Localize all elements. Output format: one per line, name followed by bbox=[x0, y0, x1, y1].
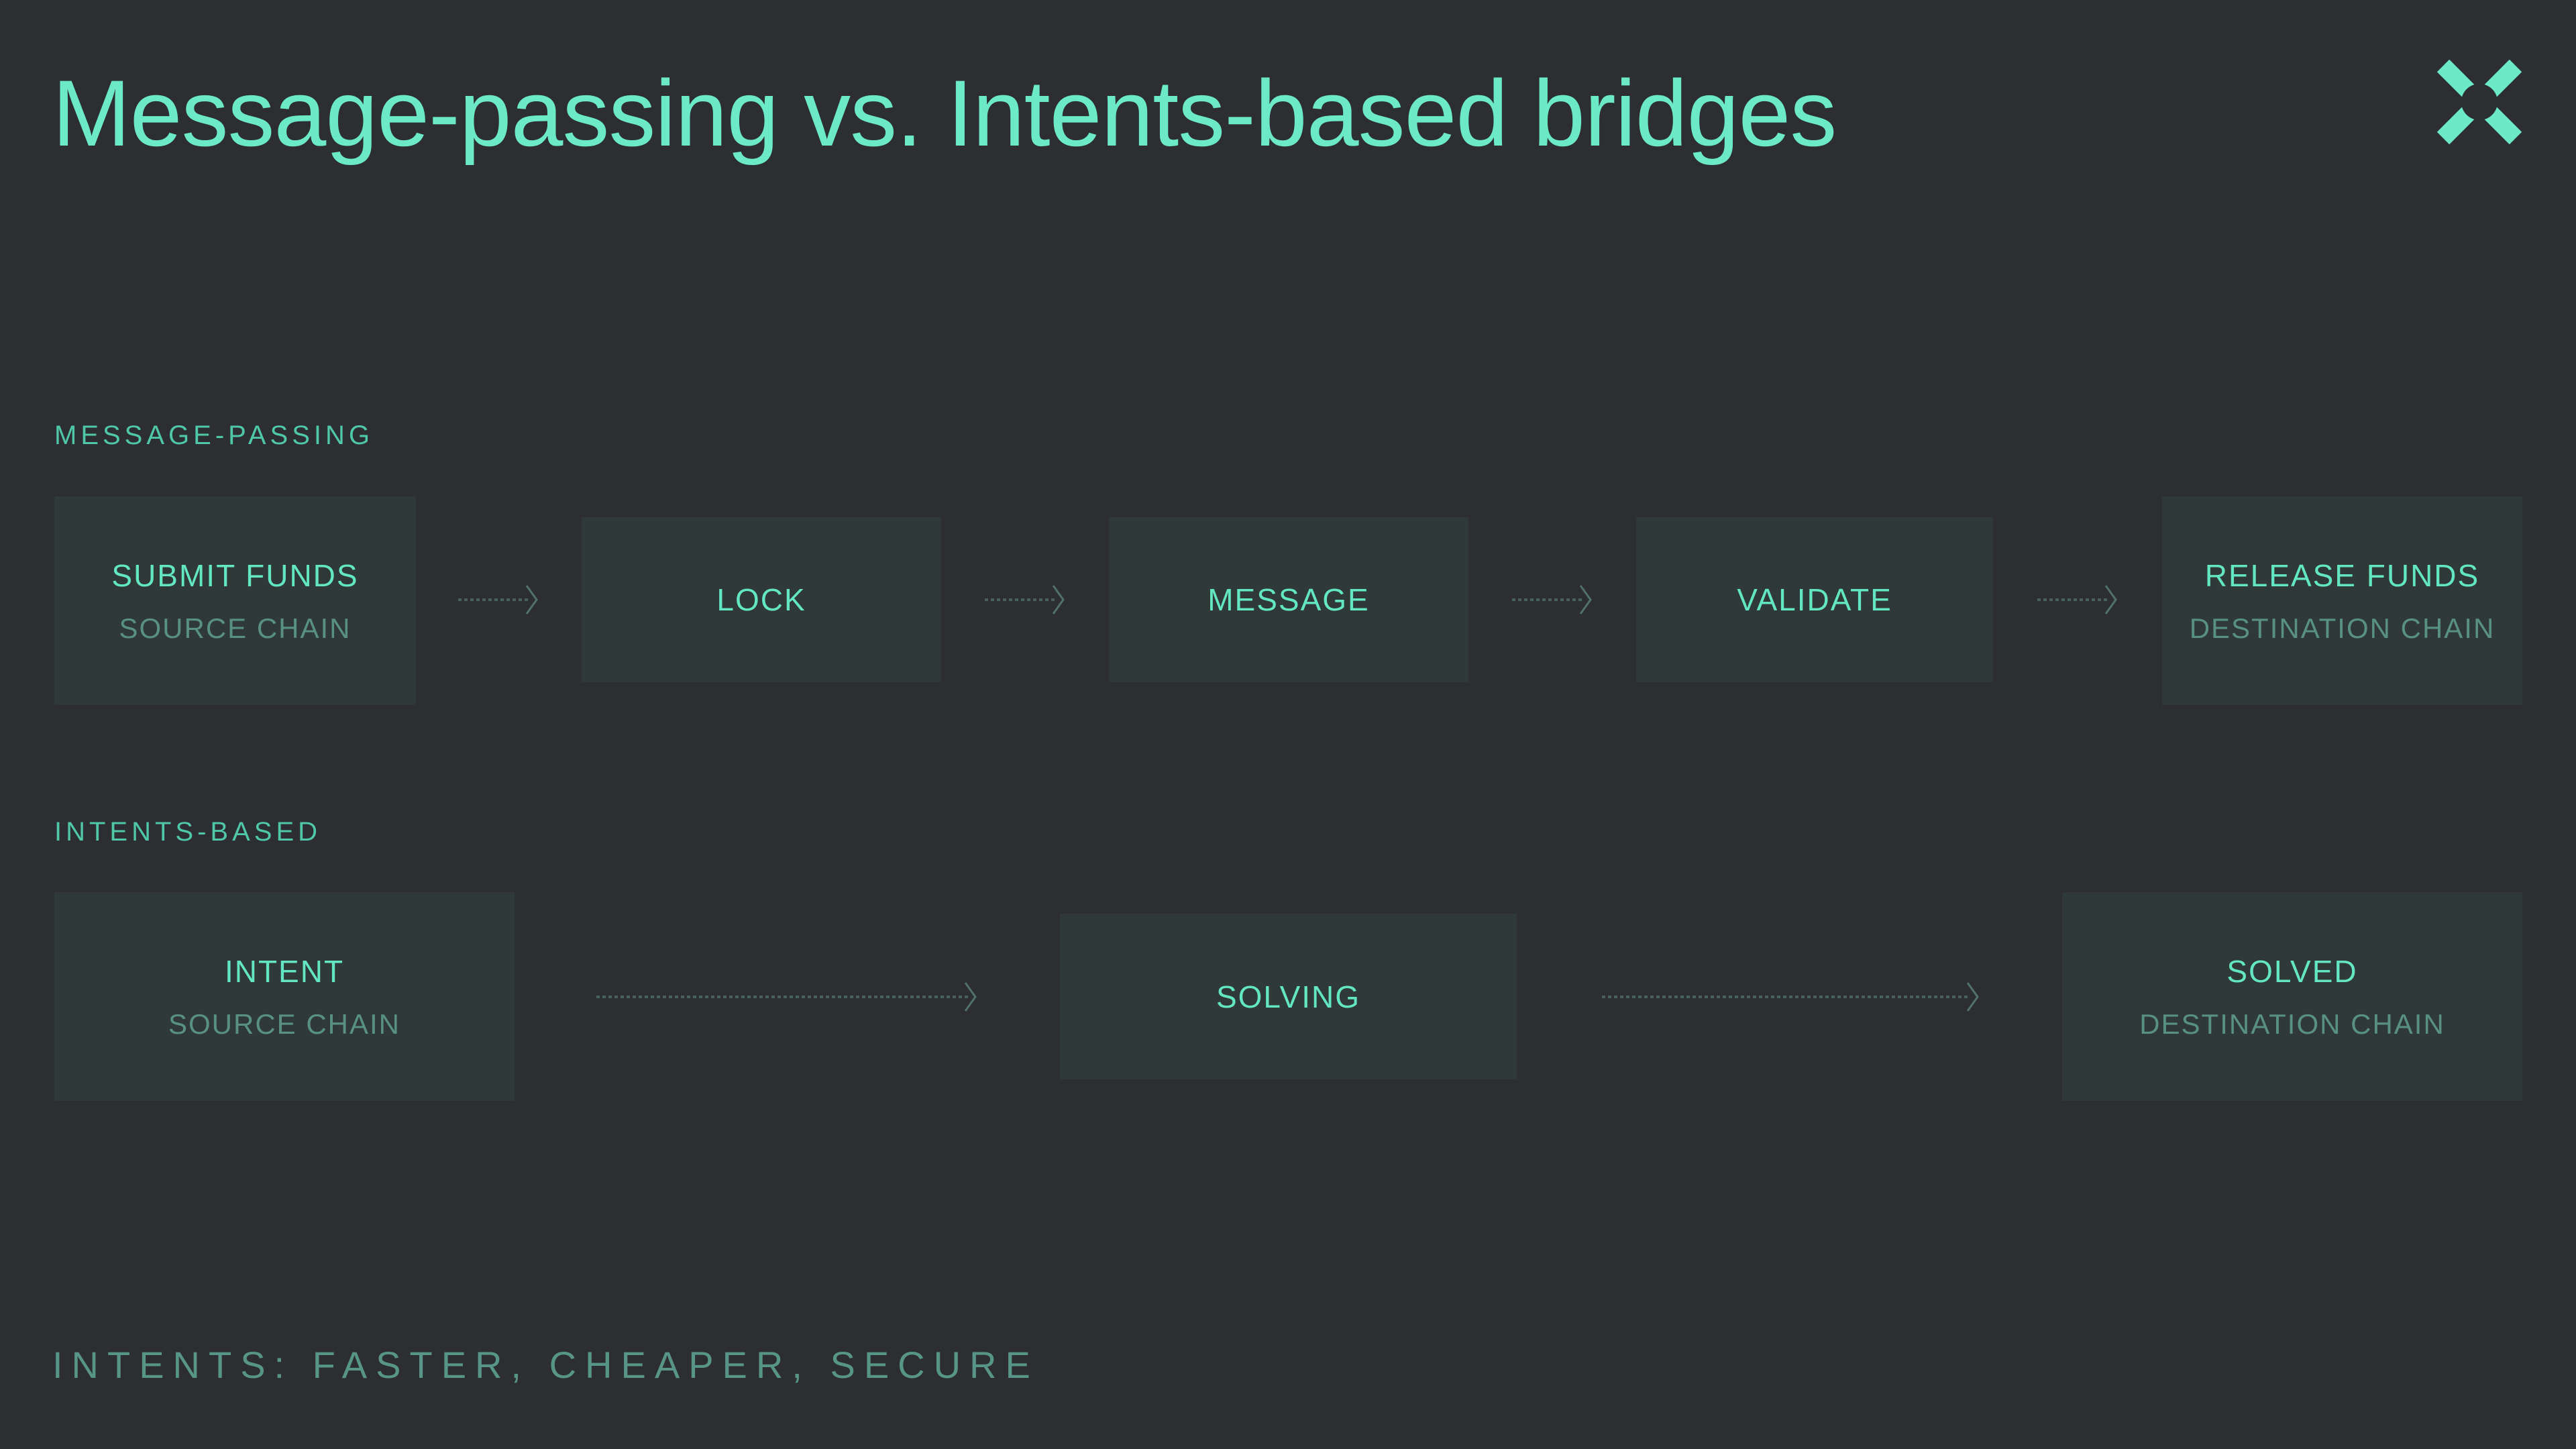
step-box-validate: VALIDATE bbox=[1636, 517, 1993, 682]
step-box-submit-funds: SUBMIT FUNDS SOURCE CHAIN bbox=[54, 496, 416, 705]
step-subtitle: SOURCE CHAIN bbox=[168, 1008, 401, 1040]
step-title: SOLVED bbox=[2226, 953, 2358, 989]
flow-arrow-icon bbox=[458, 584, 539, 616]
step-box-solved: SOLVED DESTINATION CHAIN bbox=[2062, 892, 2522, 1101]
step-box-message: MESSAGE bbox=[1109, 517, 1468, 682]
step-subtitle: DESTINATION CHAIN bbox=[2189, 612, 2496, 644]
flow-arrow-icon bbox=[985, 584, 1065, 616]
step-box-release-funds: RELEASE FUNDS DESTINATION CHAIN bbox=[2162, 496, 2522, 705]
flow-arrow-icon bbox=[596, 981, 977, 1013]
step-title: LOCK bbox=[716, 582, 806, 617]
across-x-logo-icon bbox=[2436, 59, 2522, 145]
flow-arrow-icon bbox=[1602, 981, 1980, 1013]
step-box-intent: INTENT SOURCE CHAIN bbox=[54, 892, 515, 1101]
step-box-lock: LOCK bbox=[582, 517, 941, 682]
step-title: VALIDATE bbox=[1737, 582, 1892, 617]
page-title: Message-passing vs. Intents-based bridge… bbox=[52, 60, 1837, 166]
step-title: SUBMIT FUNDS bbox=[111, 557, 359, 593]
step-subtitle: SOURCE CHAIN bbox=[119, 612, 352, 644]
section-label-intents-based: INTENTS-BASED bbox=[54, 817, 322, 847]
step-subtitle: DESTINATION CHAIN bbox=[2139, 1008, 2445, 1040]
step-title: INTENT bbox=[224, 953, 345, 989]
section-label-message-passing: MESSAGE-PASSING bbox=[54, 421, 374, 450]
footer-tagline: INTENTS: FASTER, CHEAPER, SECURE bbox=[52, 1344, 1039, 1386]
flow-arrow-icon bbox=[2037, 584, 2118, 616]
step-title: SOLVING bbox=[1216, 979, 1361, 1014]
flow-arrow-icon bbox=[1512, 584, 1593, 616]
step-title: MESSAGE bbox=[1208, 582, 1370, 617]
step-box-solving: SOLVING bbox=[1060, 914, 1517, 1079]
step-title: RELEASE FUNDS bbox=[2204, 557, 2480, 593]
